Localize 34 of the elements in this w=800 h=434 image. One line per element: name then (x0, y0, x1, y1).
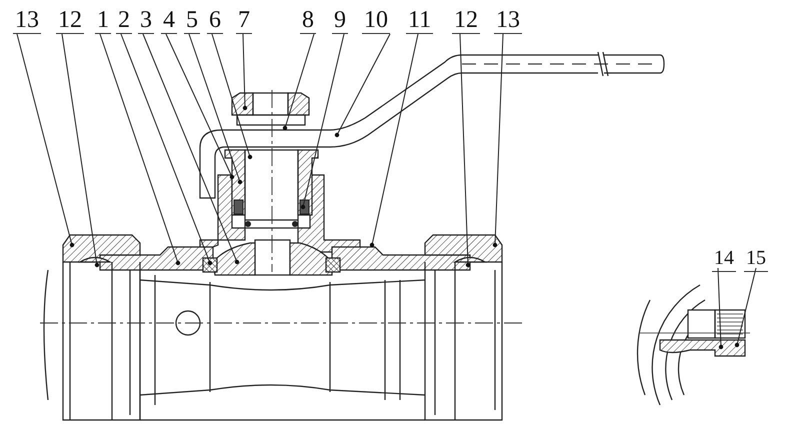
callout-number: 10 (362, 8, 390, 34)
callout-number: 4 (161, 8, 177, 34)
callout-number: 12 (56, 8, 84, 34)
leader-line (460, 34, 470, 268)
callout-number: 9 (332, 8, 348, 34)
callout-number: 15 (744, 246, 768, 272)
leader-line (734, 268, 756, 348)
callout-number: 12 (452, 8, 480, 34)
leader-line (166, 34, 234, 180)
callout-number: 7 (236, 8, 252, 34)
callout-number: 6 (207, 8, 223, 34)
leader-line (100, 34, 180, 266)
callout-number: 5 (184, 8, 200, 34)
callout-number: 14 (712, 246, 736, 272)
leader-line (300, 34, 344, 210)
leader-line (188, 34, 242, 184)
callout-number: 11 (406, 8, 434, 34)
callout-number: 13 (13, 8, 41, 34)
callout-number: 8 (300, 8, 316, 34)
leader-line (718, 268, 724, 350)
leader-line (16, 34, 74, 248)
leader-line (120, 34, 212, 266)
leader-line (282, 34, 314, 130)
callout-number: 1 (95, 8, 111, 34)
leader-line (62, 34, 100, 268)
leader-line (334, 34, 390, 138)
leader-line (370, 34, 418, 248)
leader-line (142, 34, 240, 264)
callout-number: 13 (494, 8, 522, 34)
leader-line (212, 34, 252, 160)
leader-line (242, 34, 248, 110)
callout-number: 2 (116, 8, 132, 34)
leader-line (492, 34, 504, 248)
callout-number: 3 (138, 8, 154, 34)
